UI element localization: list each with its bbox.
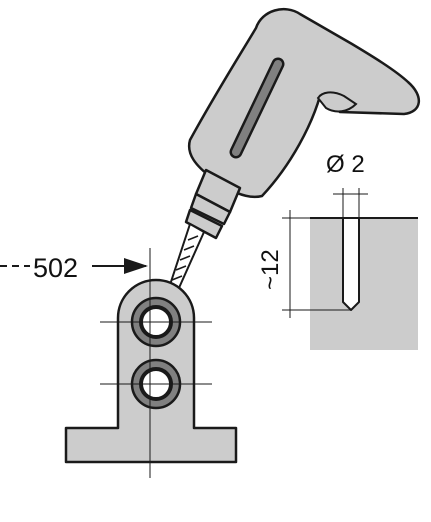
mounting-bracket-icon bbox=[64, 248, 238, 478]
reference-pointer: 502 bbox=[0, 253, 148, 283]
pilot-hole bbox=[342, 217, 360, 311]
depth-label: ~12 bbox=[257, 249, 284, 290]
drill-icon bbox=[184, 8, 420, 240]
reference-number: 502 bbox=[33, 253, 78, 283]
drill-chuck bbox=[184, 168, 242, 240]
cross-section-detail: Ø 2 ~12 bbox=[257, 151, 418, 350]
diameter-label: Ø 2 bbox=[326, 151, 365, 178]
